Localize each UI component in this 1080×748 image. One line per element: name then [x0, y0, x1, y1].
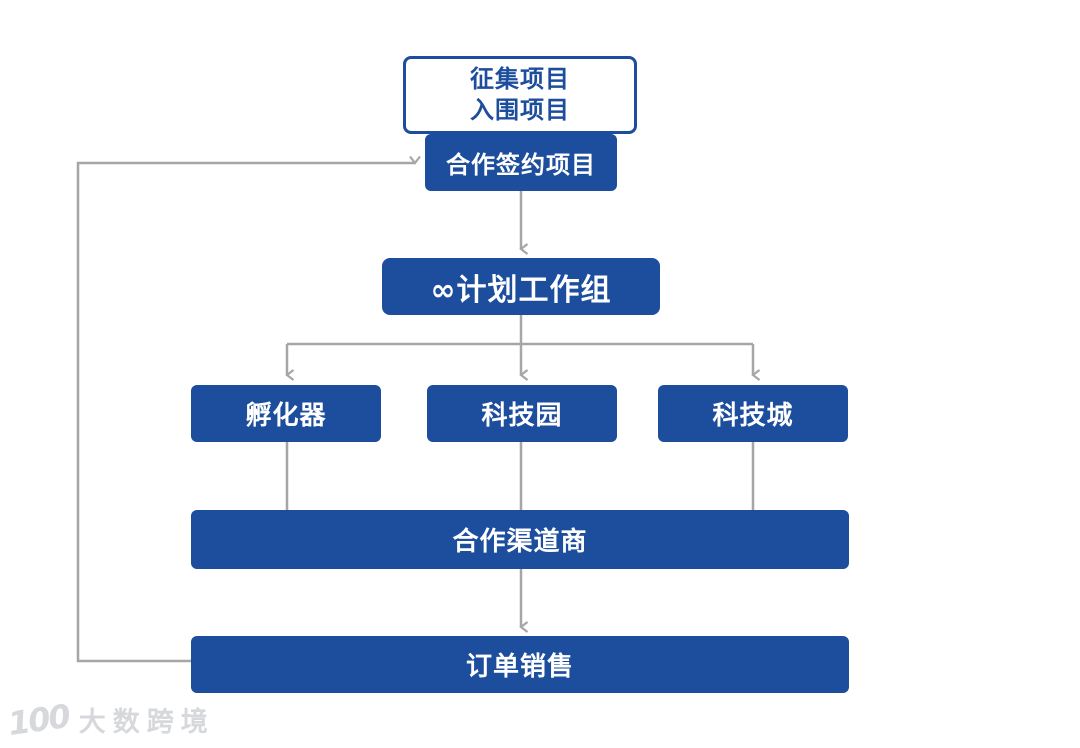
node-orders-label: 订单销售	[465, 652, 574, 682]
node-techcity-label: 科技城	[712, 401, 794, 431]
node-tech-city: 科技城	[658, 385, 848, 442]
watermark-brand-text: 大数跨境	[78, 707, 215, 738]
node-signed-label: 合作签约项目	[446, 151, 596, 179]
node-techpark-label: 科技园	[481, 401, 563, 431]
node-collected-line1: 征集项目	[470, 64, 570, 93]
node-collected-line2: 入围项目	[470, 96, 570, 124]
node-channel-label: 合作渠道商	[452, 527, 588, 557]
node-signed-projects: 合作签约项目	[425, 134, 617, 191]
node-channel-partners: 合作渠道商	[191, 510, 849, 569]
node-incubator: 孵化器	[191, 385, 381, 442]
node-infinity-workgroup: ∞计划工作组	[382, 258, 660, 315]
node-incubator-label: 孵化器	[245, 401, 327, 431]
watermark: 100 大数跨境	[6, 696, 215, 742]
node-collected-projects: 征集项目 入围项目	[403, 56, 637, 134]
watermark-logo: 100	[5, 696, 72, 743]
node-order-sales: 订单销售	[191, 636, 849, 693]
node-tech-park: 科技园	[427, 385, 617, 442]
node-workgroup-label: ∞计划工作组	[430, 272, 612, 308]
